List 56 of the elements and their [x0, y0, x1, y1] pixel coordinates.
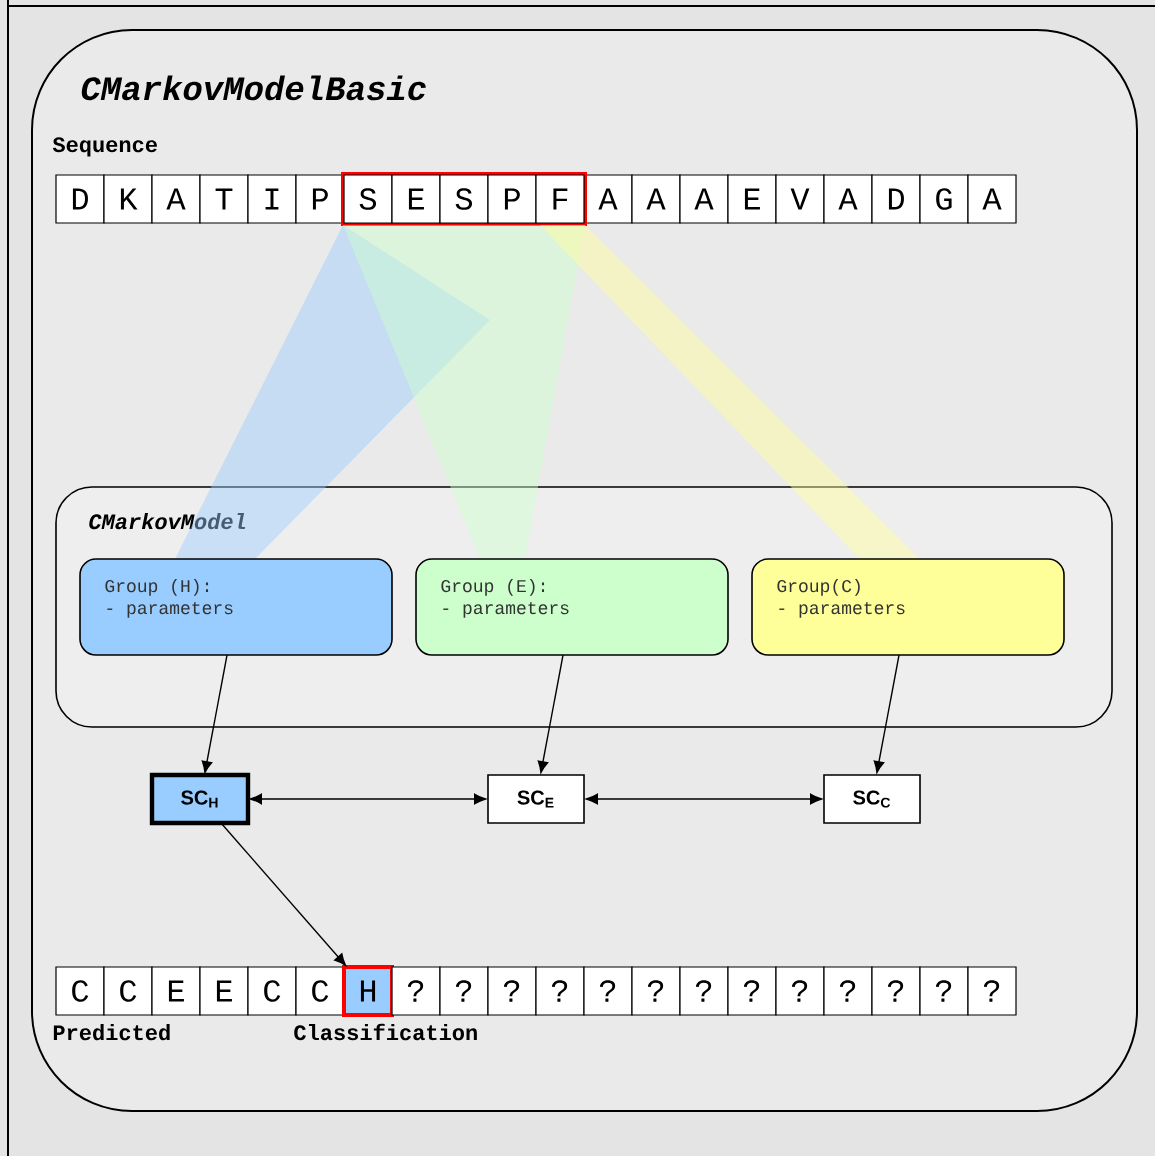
group-box: Group (H): - parameters [79, 558, 393, 656]
prediction-cell: C [247, 966, 297, 1016]
sequence-cell: S [343, 174, 393, 224]
prediction-cell: ? [871, 966, 921, 1016]
prediction-cell: E [199, 966, 249, 1016]
prediction-cell: H [342, 965, 394, 1017]
sequence-cell: F [535, 174, 585, 224]
arrow [537, 654, 564, 774]
prediction-cell: ? [727, 966, 777, 1016]
score-box: SC$_{E}$ [487, 774, 585, 824]
sequence-cell: A [967, 174, 1017, 224]
prediction-cell: C [295, 966, 345, 1016]
arrow [201, 654, 228, 774]
sequence-cell: A [631, 174, 681, 224]
arrow [585, 793, 823, 805]
sequence-cell: K [103, 174, 153, 224]
arrow [249, 793, 487, 805]
prediction-cell: ? [487, 966, 537, 1016]
sequence-cell: V [775, 174, 825, 224]
sequence-cell: E [391, 174, 441, 224]
prediction-cell: C [55, 966, 105, 1016]
sequence-cell: A [679, 174, 729, 224]
group-box: Group(C) - parameters [751, 558, 1065, 656]
prediction-cell: ? [919, 966, 969, 1016]
sequence-cell: T [199, 174, 249, 224]
arrow [220, 822, 347, 966]
prediction-cell: ? [391, 966, 441, 1016]
sequence-cell: G [919, 174, 969, 224]
sequence-cell: I [247, 174, 297, 224]
prediction-cell: C [103, 966, 153, 1016]
sequence-cell: S [439, 174, 489, 224]
row-label: Sequence [52, 137, 157, 157]
prediction-cell: ? [439, 966, 489, 1016]
row-label: Predicted [53, 1024, 170, 1041]
window-box [341, 172, 587, 226]
score-box: SC$_{H}$ [149, 772, 251, 826]
score-box: SC$_{C}$ [823, 774, 921, 824]
group-box: Group (E): - parameters [415, 558, 729, 656]
sequence-cell: A [151, 174, 201, 224]
prediction-cell: ? [583, 966, 633, 1016]
sequence-cell: E [727, 174, 777, 224]
prediction-cell: ? [535, 966, 585, 1016]
sequence-cell: D [871, 174, 921, 224]
prediction-cell: ? [967, 966, 1017, 1016]
arrow [873, 654, 900, 774]
row-label: Classification [294, 1023, 477, 1041]
sequence-cell: P [295, 174, 345, 224]
prediction-cell: ? [679, 966, 729, 1016]
prediction-cell: ? [631, 966, 681, 1016]
sequence-cell: P [487, 174, 537, 224]
sequence-cell: A [583, 174, 633, 224]
sequence-cell: A [823, 174, 873, 224]
prediction-cell: ? [775, 966, 825, 1016]
prediction-cell: ? [823, 966, 873, 1016]
prediction-cell: E [151, 966, 201, 1016]
sequence-cell: D [55, 174, 105, 224]
